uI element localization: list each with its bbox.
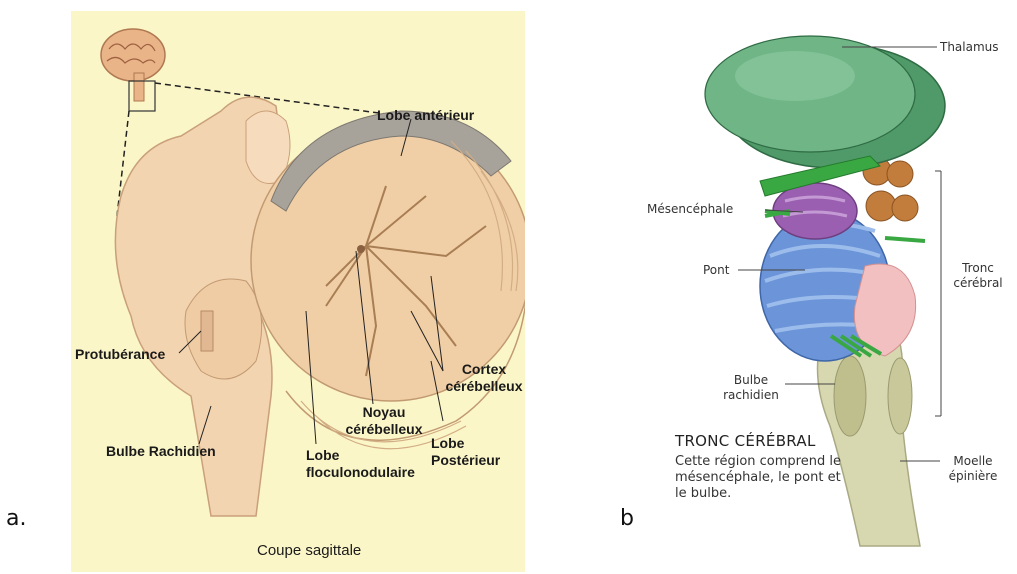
- label-noyau-cerebelleux: Noyau cérébelleux: [339, 404, 429, 438]
- label-mesencephale: Mésencéphale: [647, 202, 733, 217]
- label-bulbe-rachidien: Bulbe Rachidien: [106, 443, 216, 460]
- label-coupe-sagittale: Coupe sagittale: [257, 542, 361, 559]
- label-lobe-anterieur: Lobe antérieur: [377, 107, 474, 124]
- label-moelle-epiniere: Moelle épinière: [940, 454, 1006, 484]
- label-protuberance: Protubérance: [75, 346, 165, 363]
- label-lobe-floculonodulaire: Lobe floculonodulaire: [306, 447, 406, 481]
- thalamus-shape: [705, 36, 945, 168]
- panel-a-letter: a.: [6, 506, 26, 531]
- brainstem-caption: Cette région comprend le mésencéphale, l…: [675, 454, 850, 502]
- label-cortex-cerebelleux: Cortex cérébelleux: [443, 361, 525, 395]
- label-tronc-cerebral: Tronc cérébral: [947, 261, 1009, 291]
- brainstem-panel: Thalamus Mésencéphale Pont Tronc cérébra…: [635, 6, 1017, 572]
- cerebellum-body: [251, 111, 525, 449]
- label-thalamus: Thalamus: [940, 40, 999, 55]
- cerebellum-sagittal-panel: Lobe antérieur Protubérance Bulbe Rachid…: [71, 11, 525, 572]
- label-pont: Pont: [703, 263, 729, 278]
- label-lobe-posterieur: Lobe Postérieur: [431, 435, 491, 469]
- brainstem-title: TRONC CÉRÉBRAL: [675, 434, 816, 449]
- label-bulbe-rachidien-b: Bulbe rachidien: [719, 373, 783, 403]
- cerebellum-illustration: [71, 11, 525, 572]
